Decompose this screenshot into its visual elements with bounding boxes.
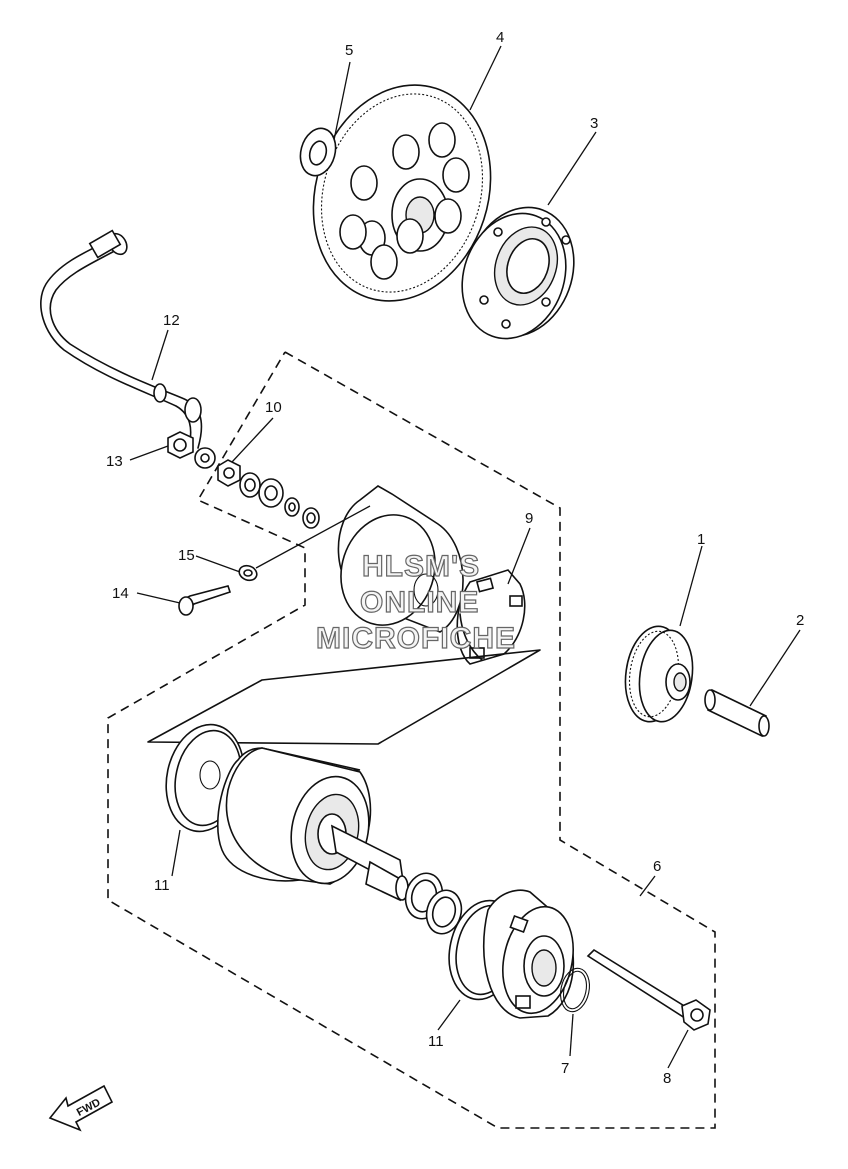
part-15-washer: [238, 564, 258, 582]
part-3-clutch: [461, 206, 575, 340]
part-8-through-bolt: [586, 948, 711, 1031]
part-4-gear: [312, 84, 492, 302]
part-2-shaft: [704, 688, 770, 738]
part-5-washer: [299, 127, 337, 177]
callout-2: 2: [796, 612, 804, 629]
callout-7: 7: [561, 1060, 569, 1077]
part-10-nut-washers: [217, 459, 320, 529]
callout-labels: 5 4 3 1 2 6 7 8 9 10 11 11 12 13 14 15: [106, 29, 804, 1087]
fwd-arrow-icon: FWD: [48, 1084, 114, 1132]
callout-11-lower: 11: [428, 1033, 444, 1050]
watermark: HLSM'S ONLINE MICROFICHE: [315, 549, 516, 655]
part-13-nut: [167, 431, 194, 459]
starter-motor-body: [199, 747, 409, 902]
part-14-bolt: [178, 585, 232, 616]
watermark-line-2: ONLINE: [360, 586, 479, 619]
sub-assembly-plane: [147, 649, 541, 745]
leader-lines: [129, 45, 801, 1069]
callout-13: 13: [106, 453, 123, 470]
callout-10: 10: [265, 399, 282, 416]
assembly-boundary-upper: [107, 351, 716, 1129]
starter-front-cover: [482, 889, 575, 1019]
starter-rear-cover: [337, 485, 464, 633]
callout-5: 5: [345, 42, 353, 59]
callout-6: 6: [653, 858, 661, 875]
callout-14: 14: [112, 585, 129, 602]
watermark-line-3: MICROFICHE: [316, 622, 516, 655]
part-1-gear: [624, 625, 694, 723]
callout-4: 4: [496, 29, 504, 46]
shim-washers: [404, 872, 463, 935]
callout-11-upper: 11: [154, 877, 170, 894]
callout-9: 9: [525, 510, 533, 527]
callout-12: 12: [163, 312, 180, 329]
callout-8: 8: [663, 1070, 671, 1087]
callout-1: 1: [697, 531, 705, 548]
callout-15: 15: [178, 547, 195, 564]
part-12-cable: [40, 229, 216, 469]
part-7-oring: [560, 967, 590, 1013]
callout-3: 3: [590, 115, 598, 132]
watermark-line-1: HLSM'S: [362, 550, 480, 583]
